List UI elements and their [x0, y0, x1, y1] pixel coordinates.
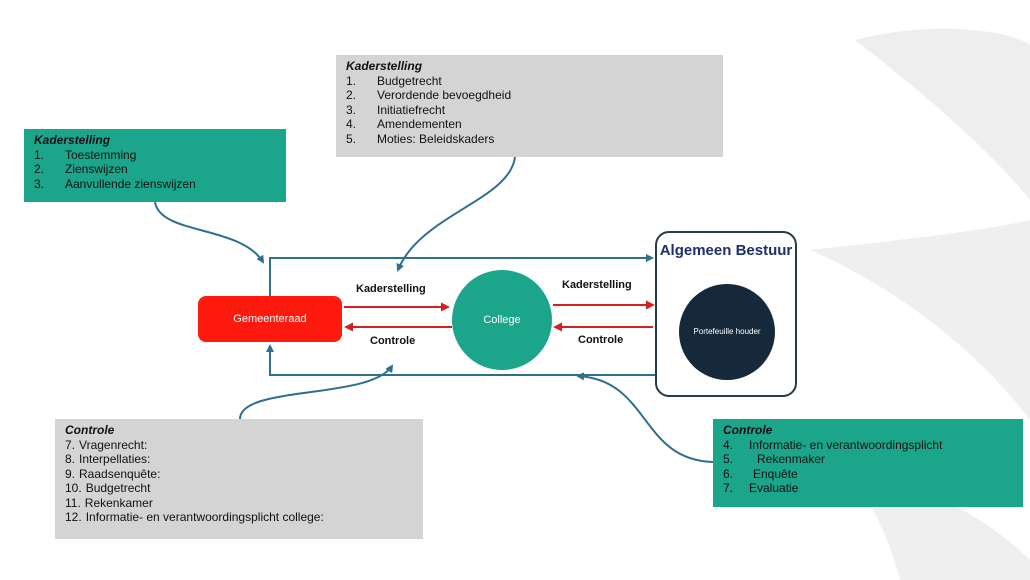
kaderstelling-left-box: Kaderstelling 1. Toestemming 2. Zienswijzen…: [24, 129, 286, 202]
list-item: 1. Budgetrecht: [346, 74, 713, 89]
item-text: Amendementen: [377, 117, 462, 131]
flow-label-kaderstelling-right: Kaderstelling: [562, 279, 632, 291]
item-text: Verordende bevoegdheid: [377, 88, 512, 102]
item-number: 4.: [346, 117, 357, 131]
item-text: Budgetrecht: [85, 481, 151, 495]
box-title: Kaderstelling: [34, 133, 111, 147]
list-item: 2. Verordende bevoegdheid: [346, 88, 713, 103]
item-number: 1.: [34, 147, 45, 162]
list-item: 8.Interpellaties:: [65, 452, 413, 467]
controle-left-list: 7.Vragenrecht:8.Interpellaties:9.Raadsen…: [65, 438, 413, 525]
list-item: 2. Zienswijzen: [34, 162, 276, 177]
item-number: 11.: [65, 495, 81, 510]
list-item: 7.Vragenrecht:: [65, 438, 413, 453]
controle-right-box: Controle 4. Informatie- en verantwoording…: [713, 419, 1023, 507]
list-item: 5. Rekenmaker: [723, 452, 1013, 467]
item-number: 12.: [65, 510, 82, 524]
item-text: Enquête: [753, 466, 798, 481]
item-text: Initiatiefrecht: [377, 102, 446, 117]
item-text: Interpellaties:: [79, 452, 151, 466]
item-text: Evaluatie: [749, 481, 799, 495]
list-item: 6. Enquête: [723, 467, 1013, 482]
item-number: 9.: [65, 466, 76, 481]
item-text: Aanvullende zienswijzen: [65, 176, 196, 191]
item-text: Rekenkamer: [84, 495, 153, 510]
flow-label-controle-right: Controle: [578, 334, 624, 346]
item-number: 10.: [65, 481, 82, 495]
item-number: 4.: [723, 437, 734, 452]
item-text: Vragenrecht:: [79, 437, 148, 452]
item-number: 6.: [723, 466, 734, 481]
list-item: 12.Informatie- en verantwoordingsplicht …: [65, 510, 413, 525]
item-number: 1.: [346, 73, 357, 88]
curve-kader-top: [396, 156, 516, 272]
item-text: Budgetrecht: [377, 73, 442, 88]
item-number: 5.: [723, 452, 734, 466]
item-number: 5.: [346, 131, 357, 146]
item-number: 2.: [346, 88, 357, 102]
list-item: 11.Rekenkamer: [65, 496, 413, 511]
item-text: Zienswijzen: [65, 162, 128, 176]
kaderstelling-top-box: Kaderstelling 1. Budgetrecht 2. Verordende …: [336, 55, 723, 157]
item-text: Toestemming: [65, 147, 137, 162]
gemeenteraad-node: Gemeenteraad: [198, 296, 342, 342]
controle-left-box: Controle 7.Vragenrecht:8.Interpellaties:…: [55, 419, 423, 539]
item-text: Raadsenquête:: [79, 466, 161, 481]
list-item: 5. Moties: Beleidskaders: [346, 132, 713, 147]
curve-controle-right: [576, 372, 714, 463]
list-item: 1. Toestemming: [34, 148, 276, 163]
flow-label-controle-left: Controle: [370, 335, 416, 347]
top-flow-line: [269, 254, 654, 296]
box-title: Kaderstelling: [346, 59, 423, 73]
box-title: Controle: [65, 423, 115, 437]
item-text: Moties: Beleidskaders: [377, 131, 495, 146]
item-number: 8.: [65, 452, 76, 466]
list-item: 3. Aanvullende zienswijzen: [34, 177, 276, 192]
kaderstelling-top-list: 1. Budgetrecht 2. Verordende bevoegdheid 3. I…: [346, 74, 713, 147]
kaderstelling-left-list: 1. Toestemming 2. Zienswijzen 3. Aanvullende …: [34, 148, 276, 192]
algemeen-bestuur-title: Algemeen Bestuur: [659, 242, 793, 259]
item-number: 3.: [346, 102, 357, 117]
item-number: 7.: [65, 437, 76, 452]
list-item: 3. Initiatiefrecht: [346, 103, 713, 118]
item-text: Informatie- en verantwoordingsplicht col…: [85, 510, 324, 524]
item-text: Rekenmaker: [757, 452, 826, 466]
item-number: 2.: [34, 162, 45, 176]
college-node: College: [452, 270, 552, 370]
item-number: 3.: [34, 176, 45, 191]
curve-kader-left: [154, 201, 265, 264]
bottom-flow-line: [266, 344, 655, 376]
list-item: 4. Amendementen: [346, 117, 713, 132]
list-item: 4. Informatie- en verantwoordingsplicht: [723, 438, 1013, 453]
item-number: 7.: [723, 481, 734, 495]
item-text: Informatie- en verantwoordingsplicht: [749, 437, 943, 452]
portefeuillehouder-node: Portefeuille houder: [679, 284, 775, 380]
list-item: 10.Budgetrecht: [65, 481, 413, 496]
list-item: 7. Evaluatie: [723, 481, 1013, 496]
flow-label-kaderstelling-left: Kaderstelling: [356, 283, 426, 295]
curve-controle-left: [239, 364, 394, 420]
box-title: Controle: [723, 423, 773, 437]
list-item: 9.Raadsenquête:: [65, 467, 413, 482]
